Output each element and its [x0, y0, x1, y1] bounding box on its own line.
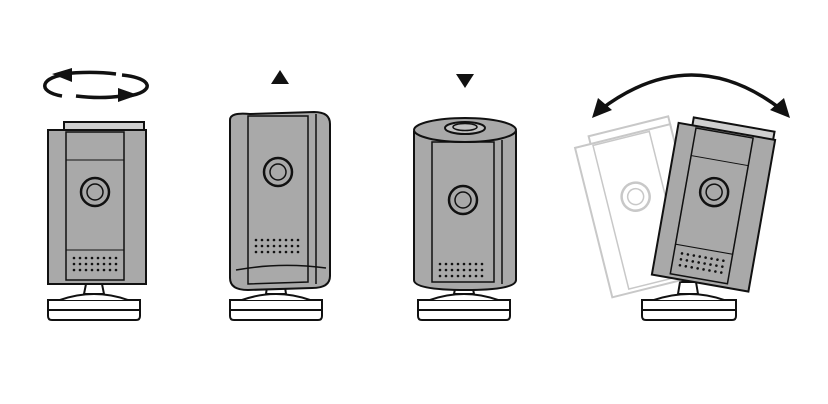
- camera-body: [47, 121, 147, 285]
- double-curved-arrow-icon: [592, 73, 790, 118]
- speaker-grille: [72, 256, 118, 272]
- camera-body: [229, 110, 331, 292]
- speaker-grille: [254, 238, 300, 254]
- panel-tilt-down: [413, 74, 517, 321]
- speaker-grille: [438, 262, 484, 278]
- panel-tilt-up: [229, 70, 331, 321]
- camera-base: [641, 281, 737, 321]
- triangle-down-icon: [456, 74, 474, 88]
- triangle-up-icon: [271, 70, 289, 84]
- camera-body: [650, 116, 777, 293]
- speaker-grille: [678, 252, 725, 274]
- panel-rotate: [43, 68, 149, 321]
- circular-rotate-arrows-icon: [43, 68, 149, 102]
- camera-base: [47, 283, 141, 321]
- panel-swivel: [573, 73, 790, 321]
- camera-body: [413, 117, 517, 292]
